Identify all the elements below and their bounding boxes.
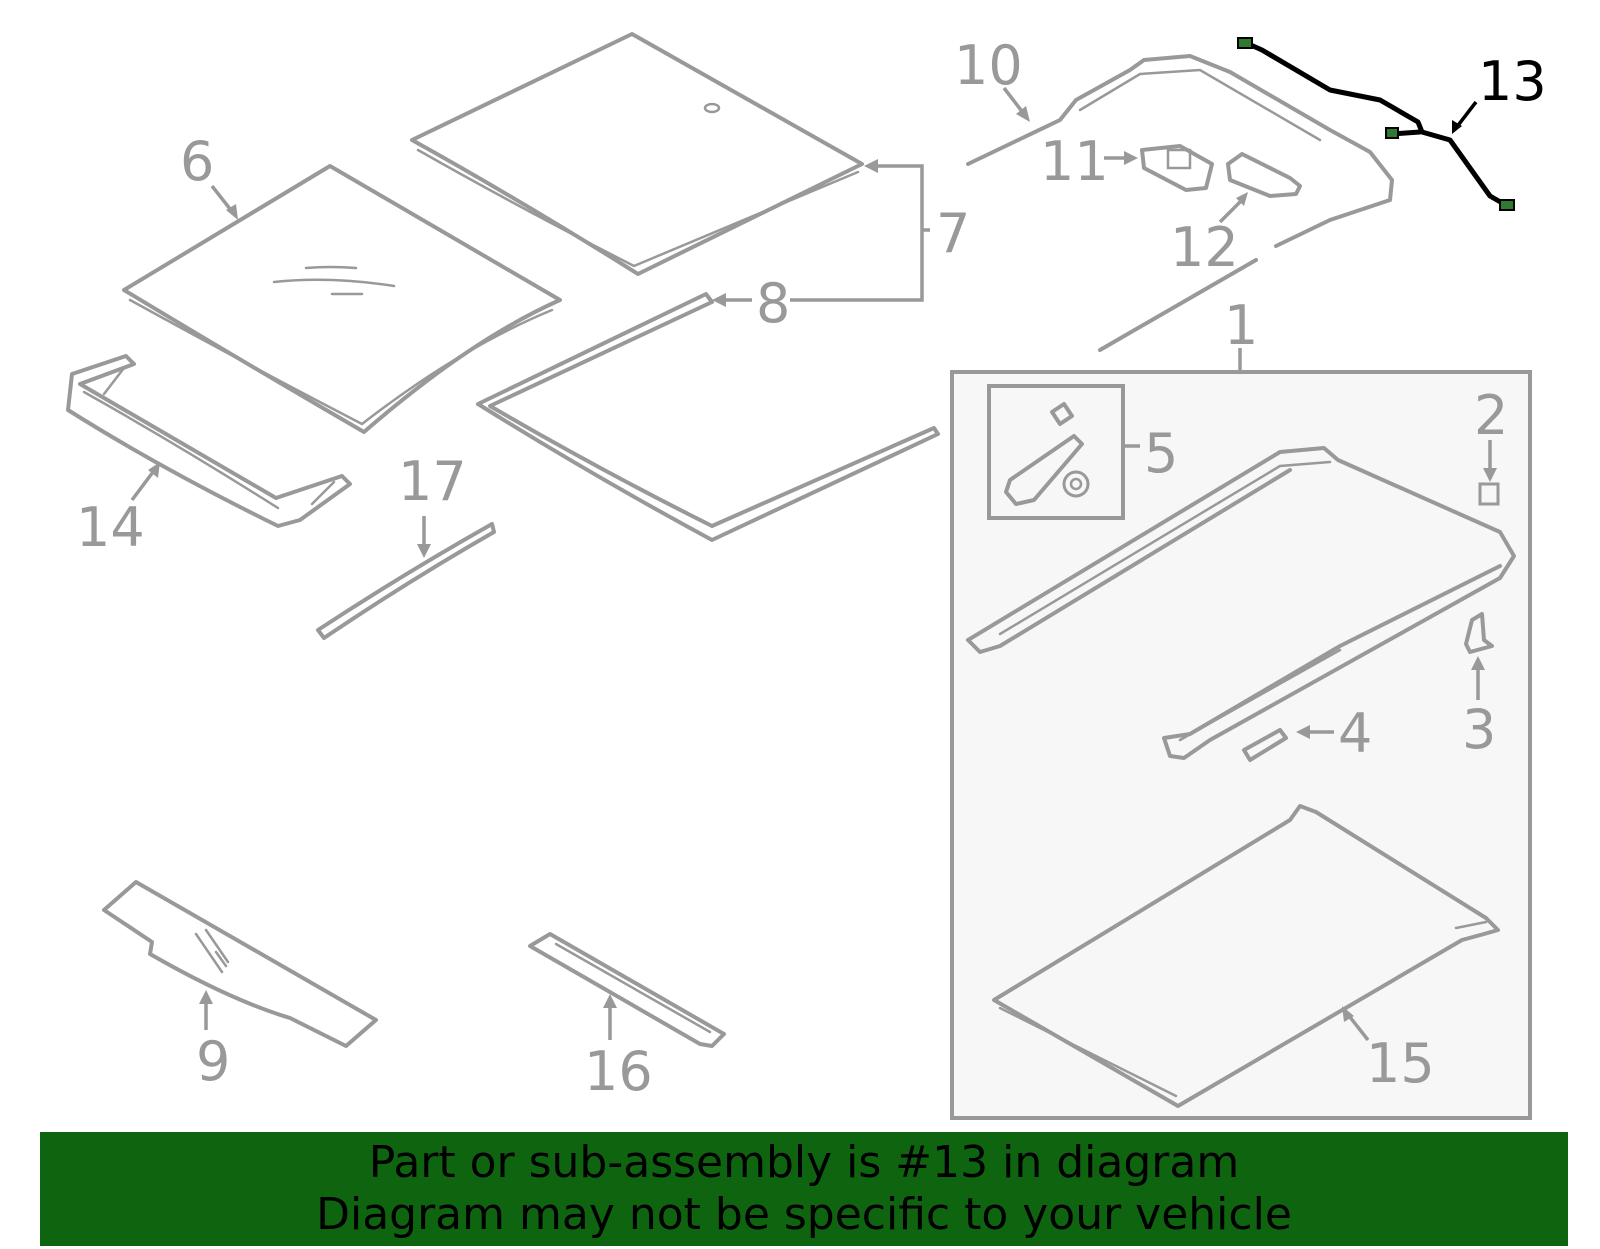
callout-15: 15 xyxy=(1366,1032,1435,1095)
callout-17: 17 xyxy=(398,450,467,513)
callout-8: 8 xyxy=(756,272,790,335)
part-11-motor xyxy=(1104,144,1214,192)
part-13-harness xyxy=(1237,37,1515,211)
callout-16: 16 xyxy=(584,1040,653,1103)
part-14-deflector xyxy=(66,354,352,528)
notice-line-part: Part or sub-assembly is #13 in diagram xyxy=(368,1137,1240,1188)
part-3-bolt xyxy=(1464,612,1494,700)
part-16-rail xyxy=(528,932,726,1048)
callout-4: 4 xyxy=(1338,702,1372,765)
callout-5: 5 xyxy=(1144,422,1178,485)
part-1-track-frame xyxy=(966,446,1516,760)
callout-1: 1 xyxy=(1224,294,1258,357)
callout-7: 7 xyxy=(936,202,970,265)
callout-6: 6 xyxy=(180,130,214,193)
part-8-seal xyxy=(476,292,940,542)
part-5-kit xyxy=(1004,402,1090,506)
callout-11: 11 xyxy=(1040,130,1109,193)
callout-3: 3 xyxy=(1462,698,1496,761)
callout-10: 10 xyxy=(954,34,1023,97)
notice-banner: Part or sub-assembly is #13 in diagram D… xyxy=(40,1132,1568,1246)
part-9-shade xyxy=(102,880,378,1048)
part-17-strip xyxy=(316,516,496,640)
part-7-roof-panel xyxy=(410,32,930,302)
callout-14: 14 xyxy=(76,496,145,559)
callout-13: 13 xyxy=(1478,50,1547,113)
notice-line-disclaimer: Diagram may not be specific to your vehi… xyxy=(316,1189,1292,1240)
part-15-sunshade xyxy=(992,804,1500,1108)
part-12-module xyxy=(1218,152,1302,224)
callout-12: 12 xyxy=(1170,216,1239,279)
part-6-glass-panel xyxy=(122,164,562,434)
callout-9: 9 xyxy=(196,1030,230,1093)
callout-2: 2 xyxy=(1474,384,1508,447)
assembly-1-box xyxy=(950,348,1532,1120)
part-10-frame xyxy=(966,54,1394,352)
part-2-clip xyxy=(1478,440,1500,506)
part-4-pad xyxy=(1242,725,1334,762)
